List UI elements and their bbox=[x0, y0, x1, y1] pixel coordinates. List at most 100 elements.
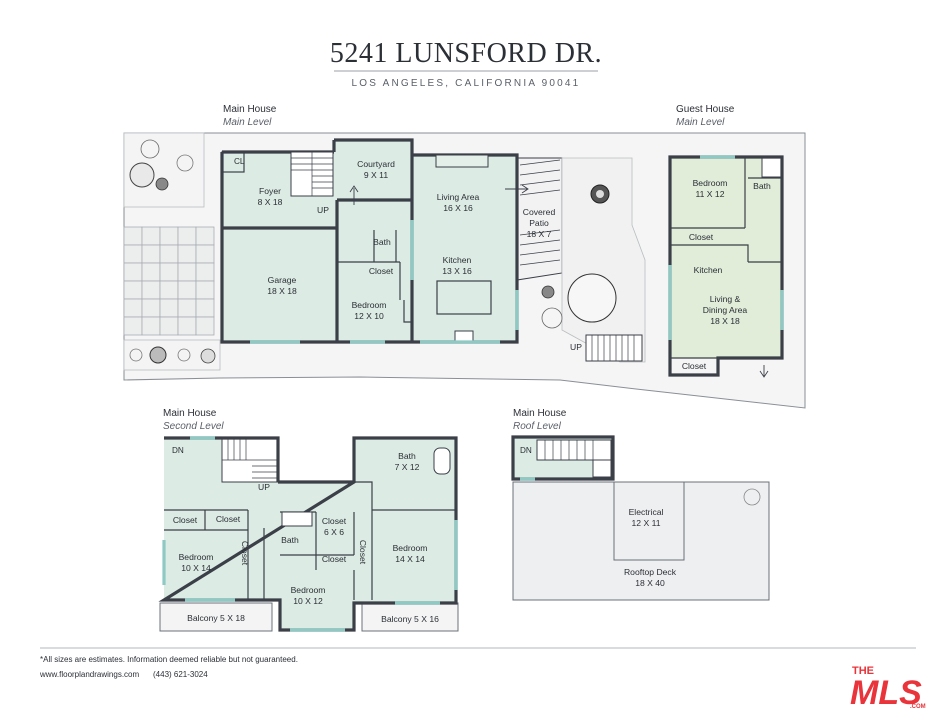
phone-text: (443) 621-3024 bbox=[153, 670, 208, 679]
bath-second-label: Bath bbox=[398, 451, 416, 461]
dn-second-label: DN bbox=[172, 446, 184, 455]
roof-level-title: Main House bbox=[513, 408, 567, 419]
mls-logo: THE MLS .COM bbox=[850, 665, 926, 712]
guest-living-size: 18 X 18 bbox=[710, 316, 740, 326]
foyer-stairs bbox=[290, 151, 334, 197]
balcony-1-label: Balcony 5 X 18 bbox=[187, 613, 245, 623]
rooftop-deck-label: Rooftop Deck bbox=[624, 567, 677, 577]
rooftop-deck-size: 18 X 40 bbox=[635, 578, 665, 588]
closet-main-label: Closet bbox=[369, 266, 394, 276]
shower-icon bbox=[761, 156, 783, 178]
svg-text:MLS: MLS bbox=[850, 674, 922, 712]
freestanding-tub-icon bbox=[433, 447, 451, 475]
roof-level-sub: Roof Level bbox=[513, 421, 562, 432]
roof-level-plan bbox=[511, 435, 770, 601]
closet-f-label: Closet bbox=[358, 540, 368, 565]
bath-walls bbox=[337, 230, 412, 323]
courtyard-size: 9 X 11 bbox=[364, 170, 388, 180]
main-level-title: Main House bbox=[223, 104, 277, 115]
page-title: 5241 LUNSFORD DR. bbox=[330, 38, 602, 69]
shrub-icon bbox=[541, 285, 555, 299]
guest-closet2-label: Closet bbox=[682, 361, 707, 371]
closet-c-size: 6 X 6 bbox=[324, 527, 344, 537]
fireplace-hearth bbox=[435, 154, 489, 168]
garage-label: Garage bbox=[268, 275, 297, 285]
closet-e-label: Closet bbox=[240, 541, 250, 566]
guest-bedroom-label: Bedroom bbox=[693, 178, 728, 188]
entry-arrow-icon bbox=[349, 185, 359, 205]
foyer-size: 8 X 18 bbox=[258, 197, 283, 207]
website-link[interactable]: www.floorplandrawings.com bbox=[39, 670, 139, 679]
guest-living-label: Living & bbox=[710, 294, 741, 304]
electrical-area bbox=[613, 481, 685, 561]
guest-bath-label: Bath bbox=[753, 181, 771, 191]
main-level-plan bbox=[123, 132, 806, 409]
kitchen-main-label: Kitchen bbox=[443, 255, 472, 265]
bathtub-icon bbox=[281, 511, 313, 527]
page-subtitle: LOS ANGELES, CALIFORNIA 90041 bbox=[352, 78, 581, 89]
range-icon bbox=[454, 330, 474, 342]
disclaimer-text: *All sizes are estimates. Information de… bbox=[40, 655, 298, 664]
roof-stairs bbox=[536, 439, 612, 478]
covered-patio-area bbox=[516, 157, 563, 281]
covered-patio-label: Covered bbox=[523, 207, 556, 217]
bedroom-main-size: 12 X 10 bbox=[354, 311, 384, 321]
plant-icon bbox=[743, 488, 761, 506]
bedroom-2b-label: Bedroom bbox=[291, 585, 326, 595]
tree-icon bbox=[567, 273, 617, 323]
second-level-stairs bbox=[221, 437, 279, 483]
roof-stair-wall bbox=[511, 435, 615, 481]
bedroom-main-room bbox=[334, 200, 412, 342]
bedroom-main-label: Bedroom bbox=[352, 300, 387, 310]
balcony-2-label: Balcony 5 X 16 bbox=[381, 614, 439, 624]
guest-kitchen-label: Kitchen bbox=[694, 265, 723, 275]
bedroom-2c-size: 14 X 14 bbox=[395, 554, 425, 564]
closet-b-label: Closet bbox=[216, 514, 241, 524]
second-level-plan bbox=[158, 436, 459, 632]
exit-arrow-icon bbox=[759, 365, 769, 378]
courtyard-label: Courtyard bbox=[357, 159, 395, 169]
bedroom-2b-size: 10 X 12 bbox=[293, 596, 323, 606]
cl-label: CL bbox=[234, 157, 245, 166]
svg-text:.COM: .COM bbox=[910, 704, 926, 710]
foyer-label: Foyer bbox=[259, 186, 281, 196]
closet-c-label: Closet bbox=[322, 516, 347, 526]
covered-patio-size: 18 X 7 bbox=[527, 229, 552, 239]
main-level-sub: Main Level bbox=[223, 117, 272, 128]
guest-level-title: Guest House bbox=[676, 104, 735, 115]
bath-main-label: Bath bbox=[373, 237, 391, 247]
courtyard-room bbox=[334, 140, 412, 200]
closet-a-label: Closet bbox=[173, 515, 198, 525]
balcony-2-area bbox=[361, 602, 459, 632]
living-area-size: 16 X 16 bbox=[443, 203, 473, 213]
second-level-floor bbox=[164, 438, 456, 630]
up-main-label: UP bbox=[317, 205, 329, 215]
shrub-icon bbox=[541, 307, 563, 329]
svg-text:THE: THE bbox=[852, 665, 874, 677]
bath-second-size: 7 X 12 bbox=[395, 462, 420, 472]
coat-closet bbox=[221, 151, 245, 173]
bedroom-2a-size: 10 X 14 bbox=[181, 563, 211, 573]
kitchen-island bbox=[436, 280, 492, 315]
guest-living-label-2: Dining Area bbox=[703, 305, 748, 315]
second-level-sub: Second Level bbox=[163, 421, 224, 432]
balcony-1-area bbox=[159, 602, 273, 632]
guest-bedroom-size: 11 X 12 bbox=[696, 189, 725, 199]
dn-roof-label: DN bbox=[520, 446, 532, 455]
electrical-label: Electrical bbox=[629, 507, 664, 517]
living-area-label: Living Area bbox=[437, 192, 480, 202]
electrical-size: 12 X 11 bbox=[632, 518, 661, 528]
bedroom-2a-label: Bedroom bbox=[179, 552, 214, 562]
guest-closet1-label: Closet bbox=[689, 232, 714, 242]
up-second-label: UP bbox=[258, 482, 270, 492]
covered-patio-label-2: Patio bbox=[529, 218, 549, 228]
kitchen-main-size: 13 X 16 bbox=[442, 266, 472, 276]
main-interior-wall bbox=[222, 140, 414, 342]
bedroom-2c-label: Bedroom bbox=[393, 543, 428, 553]
bath-small-label: Bath bbox=[281, 535, 299, 545]
patio-arrow-icon bbox=[505, 184, 529, 194]
garage-room bbox=[222, 228, 337, 342]
guest-house-plan bbox=[668, 155, 784, 378]
up-patio-label: UP bbox=[570, 342, 582, 352]
paver-grid bbox=[123, 226, 215, 336]
